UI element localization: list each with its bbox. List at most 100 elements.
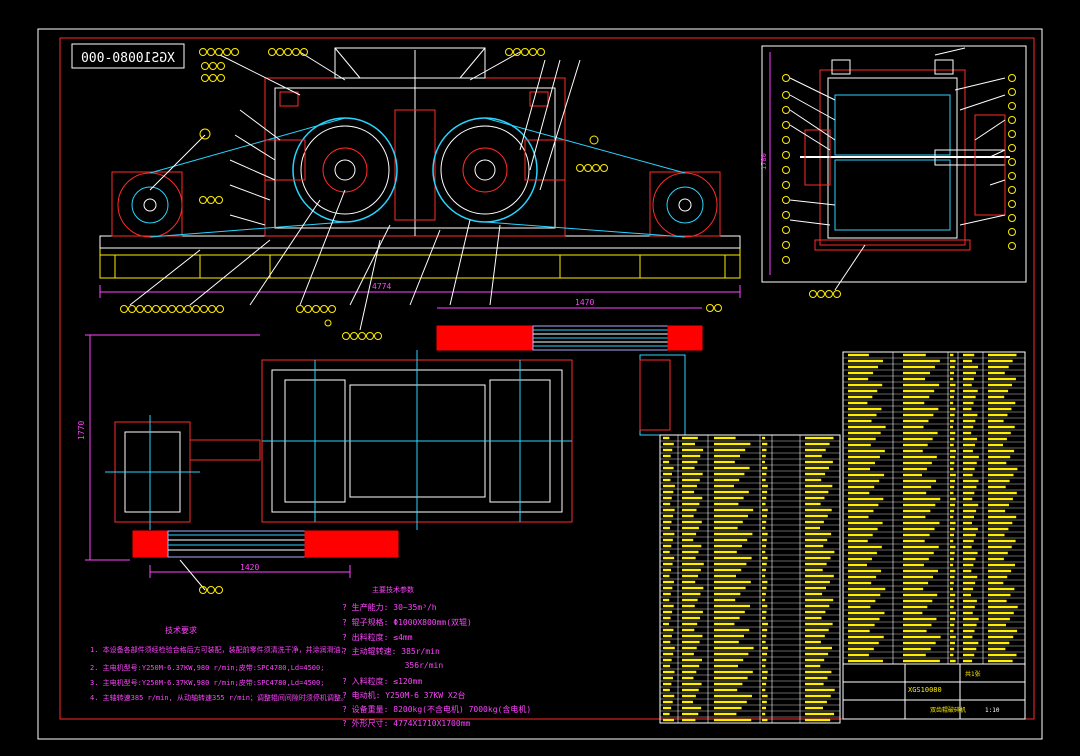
table-cell-text bbox=[988, 605, 1018, 609]
table-cell-text bbox=[848, 377, 869, 381]
table-cell-text bbox=[682, 484, 697, 488]
table-cell-text bbox=[963, 473, 973, 477]
table-cell-text bbox=[714, 484, 734, 488]
table-cell-text bbox=[903, 353, 926, 357]
table-cell-text bbox=[805, 460, 833, 464]
table-cell-text bbox=[848, 623, 875, 627]
table-cell-text bbox=[963, 389, 978, 393]
table-cell-text bbox=[663, 592, 671, 596]
table-cell-text bbox=[950, 455, 956, 459]
table-cell-text bbox=[903, 431, 938, 435]
table-cell-text bbox=[988, 359, 1013, 363]
table-cell-text bbox=[963, 383, 972, 387]
table-cell-text bbox=[988, 653, 1017, 657]
table-cell-text bbox=[663, 646, 675, 650]
table-cell-text bbox=[988, 503, 1009, 507]
table-cell-text bbox=[762, 700, 767, 704]
table-cell-text bbox=[963, 617, 979, 621]
table-cell-text bbox=[988, 497, 1013, 501]
table-cell-text bbox=[663, 700, 673, 704]
table-cell-text bbox=[663, 556, 675, 560]
table-cell-text bbox=[762, 556, 768, 560]
table-cell-text bbox=[963, 521, 972, 525]
table-cell-text bbox=[714, 592, 741, 596]
table-cell-text bbox=[762, 610, 767, 614]
table-cell-text bbox=[963, 545, 972, 549]
table-cell-text bbox=[663, 694, 675, 698]
table-cell-text bbox=[682, 616, 701, 620]
table-cell-text bbox=[663, 520, 672, 524]
table-cell-text bbox=[903, 593, 938, 597]
table-cell-text bbox=[848, 557, 872, 561]
table-cell-text bbox=[950, 593, 956, 597]
table-cell-text bbox=[682, 490, 695, 494]
table-cell-text bbox=[950, 485, 955, 489]
table-cell-text bbox=[903, 365, 935, 369]
table-cell-text bbox=[950, 563, 954, 567]
table-cell-text bbox=[903, 653, 926, 657]
table-cell-text bbox=[963, 443, 975, 447]
table-cell-text bbox=[903, 377, 926, 381]
table-cell-text bbox=[963, 599, 977, 603]
table-cell-text bbox=[682, 550, 699, 554]
table-cell-text bbox=[762, 460, 765, 464]
table-cell-text bbox=[848, 449, 885, 453]
table-cell-text bbox=[963, 557, 976, 561]
table-cell-text bbox=[714, 712, 737, 716]
table-cell-text bbox=[762, 544, 767, 548]
table-cell-text bbox=[848, 563, 867, 567]
table-cell-text bbox=[805, 550, 835, 554]
inner-border bbox=[59, 37, 1035, 720]
title-block: XGS10080 双齿辊破碎机 1:10 共1张 bbox=[842, 663, 1026, 720]
table-cell-text bbox=[903, 425, 924, 429]
table-cell-text bbox=[950, 383, 956, 387]
table-cell-text bbox=[963, 533, 976, 537]
table-cell-text bbox=[805, 508, 832, 512]
table-cell-text bbox=[848, 527, 878, 531]
table-cell-text bbox=[714, 538, 748, 542]
table-cell-text bbox=[903, 509, 931, 513]
table-cell-text bbox=[682, 442, 695, 446]
table-cell-text bbox=[762, 496, 767, 500]
table-cell-text bbox=[903, 383, 940, 387]
table-cell-text bbox=[714, 658, 744, 662]
table-cell-text bbox=[903, 557, 929, 561]
table-cell-text bbox=[762, 640, 766, 644]
table-cell-text bbox=[903, 641, 936, 645]
table-cell-text bbox=[762, 688, 766, 692]
table-cell-text bbox=[988, 635, 1014, 639]
table-cell-text bbox=[963, 515, 975, 519]
tech-req-title: 技术要求 bbox=[165, 625, 197, 635]
table-cell-text bbox=[848, 551, 877, 555]
table-cell-text bbox=[988, 557, 1004, 561]
table-cell-text bbox=[762, 568, 766, 572]
table-cell-text bbox=[950, 419, 954, 423]
table-cell-text bbox=[903, 635, 941, 639]
table-cell-text bbox=[950, 479, 956, 483]
table-cell-text bbox=[848, 533, 873, 537]
table-cell-text bbox=[963, 413, 978, 417]
table-cell-text bbox=[848, 479, 880, 483]
table-cell-text bbox=[714, 550, 737, 554]
table-cell-text bbox=[663, 568, 672, 572]
table-cell-text bbox=[963, 425, 974, 429]
table-cell-text bbox=[714, 454, 740, 458]
table-cell-text bbox=[762, 592, 766, 596]
table-cell-text bbox=[714, 694, 752, 698]
table-cell-text bbox=[848, 521, 883, 525]
table-cell-text bbox=[805, 532, 832, 536]
table-cell-text bbox=[848, 455, 880, 459]
table-cell-text bbox=[682, 520, 702, 524]
table-cell-text bbox=[903, 449, 923, 453]
table-cell-text bbox=[714, 670, 753, 674]
table-cell-text bbox=[714, 616, 740, 620]
table-cell-text bbox=[903, 413, 934, 417]
table-cell-text bbox=[762, 502, 766, 506]
table-cell-text bbox=[903, 359, 940, 363]
table-cell-text bbox=[988, 449, 1015, 453]
table-cell-text bbox=[950, 641, 955, 645]
table-cell-text bbox=[682, 496, 703, 500]
table-cell-text bbox=[903, 419, 929, 423]
title-block-sheet: 共1张 bbox=[965, 670, 981, 678]
table-cell-text bbox=[848, 419, 872, 423]
